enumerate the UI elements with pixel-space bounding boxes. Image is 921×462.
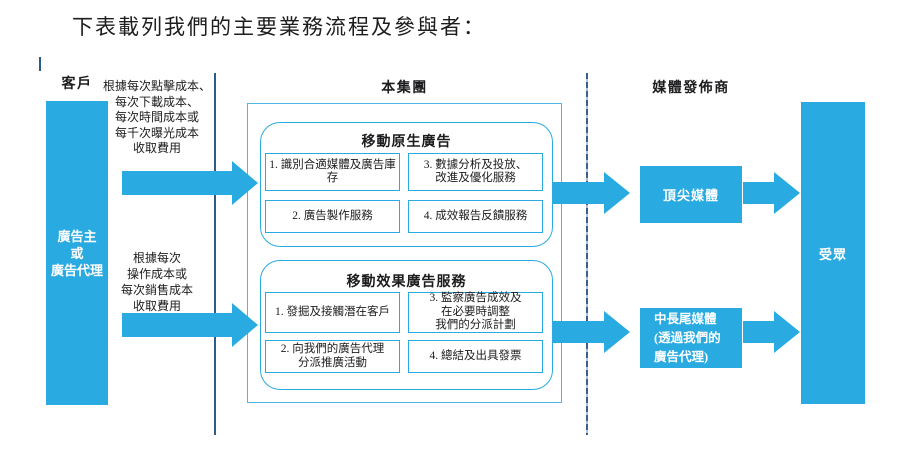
- midtail-media-label: 中長尾媒體 (透過我們的 廣告代理): [654, 311, 721, 364]
- customer-section-header: 客戶: [61, 77, 93, 92]
- audience-box: 受眾: [801, 102, 865, 404]
- arrow-group-to-midtail-media: [552, 311, 630, 353]
- native-step-2: 2. 廣告製作服務: [265, 200, 400, 233]
- section-divider-group-publishers: [586, 73, 588, 435]
- native-ads-title: 移動原生廣告: [361, 135, 452, 150]
- native-step-4: 4. 成效報告反饋服務: [408, 200, 543, 233]
- page-title: 下表載列我們的主要業務流程及參與者：: [72, 15, 486, 39]
- arrow-group-to-top-media: [552, 172, 630, 214]
- fee-label-cpa-cps: 根據每次 操作成本或 每次銷售成本 收取費用: [120, 251, 193, 313]
- performance-step-1: 1. 發掘及接觸潛在客戶: [265, 292, 400, 333]
- performance-ads-title: 移動效果廣告服務: [346, 275, 467, 290]
- advertiser-entity-box: 廣告主 或 廣告代理: [46, 101, 108, 405]
- native-step-3: 3. 數據分析及投放、 改進及優化服務: [408, 153, 543, 191]
- midtail-media-box: 中長尾媒體 (透過我們的 廣告代理): [640, 308, 742, 368]
- fee-label-cpc-cpm: 根據每次點擊成本、 每次下載成本、 每次時間成本或 每千次曝光成本 收取費用: [102, 79, 211, 155]
- arrow-advertiser-to-group-top: [122, 161, 258, 205]
- performance-step-2: 2. 向我們的廣告代理 分派推廣活動: [265, 340, 400, 373]
- section-divider-customer-group: [214, 73, 216, 435]
- arrow-midtail-media-to-audience: [743, 311, 800, 353]
- performance-step-4: 4. 總結及出具發票: [408, 340, 543, 373]
- arrow-advertiser-to-group-bottom: [122, 303, 258, 347]
- publishers-section-header: 媒體發佈商: [652, 81, 730, 96]
- arrow-top-media-to-audience: [743, 172, 800, 214]
- group-section-header: 本集團: [381, 81, 428, 96]
- performance-step-3: 3. 監察廣告成效及 在必要時調整 我們的分派計劃: [408, 292, 543, 333]
- top-left-tick-line: [39, 57, 41, 71]
- top-media-box: 頂尖媒體: [640, 166, 742, 223]
- native-step-1: 1. 識別合適媒體及廣告庫存: [265, 153, 400, 191]
